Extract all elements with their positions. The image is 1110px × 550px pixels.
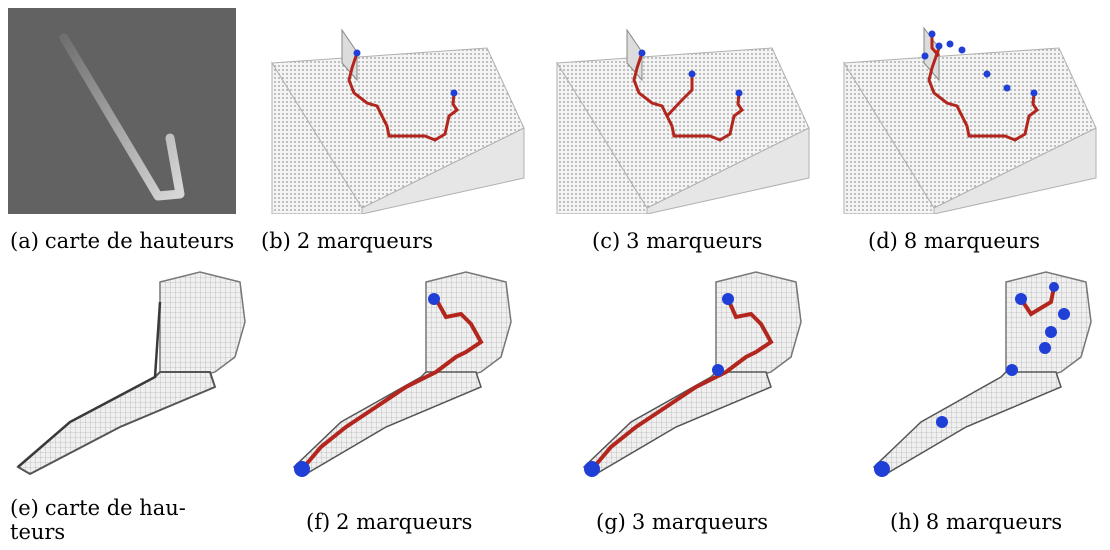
- voxel-model-g: [582, 271, 802, 477]
- panel-f-voxel-model: [286, 262, 526, 484]
- marker-d-7: [1030, 89, 1038, 97]
- caption-b-text: 2 marqueurs: [296, 229, 434, 253]
- marker-d-2: [935, 42, 943, 50]
- panel-b-voxel-plane: [257, 8, 527, 214]
- caption-d-label: (d): [868, 229, 898, 253]
- path-d: [927, 47, 1040, 142]
- caption-c: (c)3 marqueurs: [592, 229, 762, 253]
- caption-d: (d)8 marqueurs: [868, 229, 1040, 253]
- voxel-model-f: [292, 271, 512, 477]
- caption-b-label: (b): [261, 229, 291, 253]
- caption-f-label: (f): [306, 510, 331, 534]
- marker-d-6: [1003, 84, 1011, 92]
- caption-c-text: 3 marqueurs: [626, 229, 763, 253]
- marker-c-1: [638, 49, 646, 57]
- caption-f: (f)2 marqueurs: [306, 510, 472, 534]
- marker-c-3: [735, 89, 743, 97]
- marker-f-1: [428, 293, 440, 305]
- marker-f-2: [294, 461, 310, 477]
- marker-b-2: [450, 89, 458, 97]
- marker-h-3: [1058, 308, 1070, 320]
- caption-e: (e)carte de hau- teurs: [10, 496, 186, 544]
- panel-d-voxel-plane: [829, 8, 1099, 214]
- caption-a: (a)carte de hauteurs: [10, 229, 234, 253]
- caption-f-text: 2 marqueurs: [336, 510, 473, 534]
- marker-b-1: [353, 49, 361, 57]
- path-b: [347, 52, 460, 142]
- marker-g-3: [584, 461, 600, 477]
- caption-e-text-line2: teurs: [10, 520, 66, 544]
- marker-d-1: [928, 30, 936, 38]
- marker-g-2: [712, 364, 724, 376]
- marker-g-1: [722, 293, 734, 305]
- caption-a-label: (a): [10, 229, 39, 253]
- path-c-branch: [665, 74, 694, 118]
- path-d-branches: [930, 34, 941, 57]
- caption-c-label: (c): [592, 229, 621, 253]
- voxel-model-h: [872, 271, 1092, 477]
- marker-h-2: [1049, 282, 1059, 292]
- caption-b: (b)2 marqueurs: [261, 229, 433, 253]
- marker-h-4: [1045, 326, 1057, 338]
- marker-h-8: [874, 461, 890, 477]
- caption-e-text-line1: carte de hau-: [44, 496, 186, 520]
- caption-h-label: (h): [890, 510, 920, 534]
- voxel-plane-c: [556, 28, 810, 214]
- caption-a-text: carte de hauteurs: [44, 229, 235, 253]
- marker-d-3: [946, 40, 954, 48]
- caption-h-text: 8 marqueurs: [925, 510, 1063, 534]
- caption-d-text: 8 marqueurs: [903, 229, 1041, 253]
- path-g: [592, 298, 774, 469]
- panel-e-voxel-model: [10, 262, 250, 484]
- caption-g-label: (g): [596, 510, 626, 534]
- caption-h: (h)8 marqueurs: [890, 510, 1062, 534]
- panel-h-voxel-model: [866, 262, 1106, 484]
- panel-c-voxel-plane: [542, 8, 812, 214]
- marker-d-4: [958, 46, 966, 54]
- caption-g: (g)3 marqueurs: [596, 510, 768, 534]
- marker-d-5: [983, 70, 991, 78]
- marker-h-1: [1015, 293, 1027, 305]
- marker-c-2: [688, 70, 696, 78]
- heightmap-image: [8, 8, 236, 214]
- voxel-model-e: [16, 271, 246, 476]
- path-h: [1019, 286, 1056, 317]
- marker-h-5: [1039, 342, 1051, 354]
- voxel-plane-d: [843, 26, 1097, 214]
- panel-a-heightmap: [8, 8, 236, 214]
- marker-h-6: [1006, 364, 1018, 376]
- path-f: [302, 298, 484, 469]
- path-c: [632, 52, 745, 142]
- marker-h-7: [936, 416, 948, 428]
- panel-g-voxel-model: [576, 262, 816, 484]
- marker-d-8: [921, 52, 929, 60]
- caption-g-text: 3 marqueurs: [631, 510, 769, 534]
- caption-e-label: (e): [10, 496, 39, 520]
- voxel-plane-b: [271, 28, 525, 214]
